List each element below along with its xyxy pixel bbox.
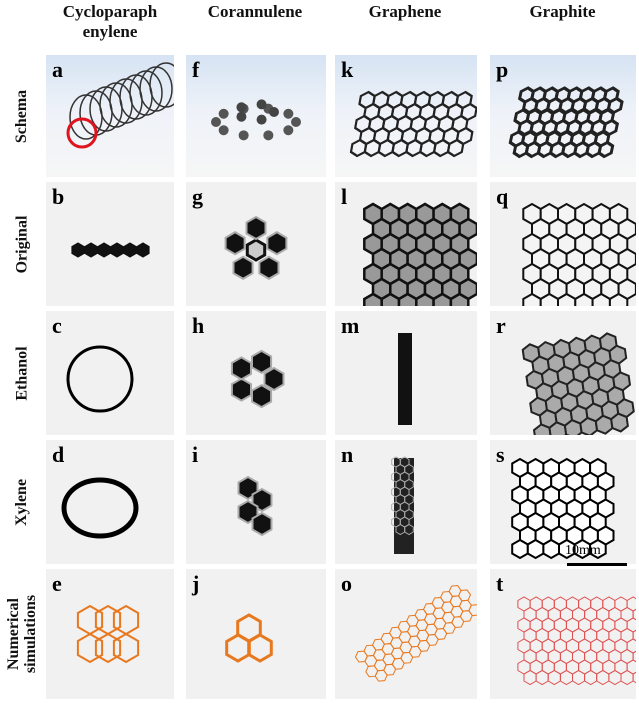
panel-d: d <box>46 440 174 564</box>
scale-bar <box>567 563 627 566</box>
structure-image <box>211 99 301 141</box>
panel-label: e <box>52 571 62 596</box>
panel-a: a <box>46 55 174 177</box>
structure-image <box>230 349 285 409</box>
panel-label: c <box>52 313 62 338</box>
column-header: Graphene <box>368 2 442 21</box>
panel-q: q <box>490 182 636 306</box>
panel-label: l <box>341 184 348 209</box>
panel-o: o <box>335 569 477 699</box>
panel-label: h <box>192 313 205 338</box>
structure-image <box>61 477 139 539</box>
structure-image <box>521 332 635 435</box>
panel-c: c <box>46 311 174 435</box>
row-header: Schema <box>13 89 31 143</box>
structure-image <box>391 456 414 554</box>
panel-r: r <box>490 311 636 435</box>
panel-label: d <box>52 442 65 467</box>
panel-k: k <box>335 55 477 177</box>
panel-label: r <box>496 313 506 338</box>
panel-label: s <box>496 442 505 467</box>
structure-image <box>363 202 477 306</box>
structure-image <box>398 333 412 425</box>
panel-label: k <box>341 57 354 82</box>
structure-image <box>517 596 636 686</box>
row-header: Xylene <box>13 478 31 526</box>
column-header: Cycloparaph enylene <box>62 2 158 41</box>
structure-image <box>76 604 140 664</box>
column-header: Corannulene <box>207 2 303 21</box>
panel-label: i <box>192 442 199 467</box>
structure-image <box>237 475 273 537</box>
structure-image <box>225 613 273 663</box>
panel-g: g <box>186 182 326 306</box>
panel-label: m <box>341 313 360 338</box>
structure-image <box>224 215 288 280</box>
panel-n: n <box>335 440 477 564</box>
panel-label: g <box>192 184 203 209</box>
panel-label: o <box>341 571 352 596</box>
panel-i: i <box>186 440 326 564</box>
structure-image <box>66 62 174 149</box>
panel-label: t <box>496 571 504 596</box>
panel-label: n <box>341 442 354 467</box>
structure-image <box>354 585 477 682</box>
column-header: Graphite <box>529 2 596 21</box>
structure-image <box>71 242 150 258</box>
panel-label: j <box>192 571 200 596</box>
panel-t: t <box>490 569 636 699</box>
structure-image <box>508 86 624 159</box>
panel-label: p <box>496 57 509 82</box>
structure-image <box>349 90 477 158</box>
panel-label: a <box>52 57 63 82</box>
scale-bar-label: 10mm <box>565 543 601 558</box>
panel-j: j <box>186 569 326 699</box>
panel-s: s <box>490 440 636 564</box>
panel-label: q <box>496 184 509 209</box>
panel-label: f <box>192 57 200 82</box>
row-header: Original <box>13 215 31 273</box>
panel-label: b <box>52 184 65 209</box>
panel-f: f <box>186 55 326 177</box>
structure-image <box>511 457 615 560</box>
panel-h: h <box>186 311 326 435</box>
structure-image <box>66 345 134 413</box>
panel-e: e <box>46 569 174 699</box>
row-header: Numerical simulations <box>5 594 40 674</box>
row-header: Ethanol <box>13 345 31 401</box>
panel-b: b <box>46 182 174 306</box>
structure-image <box>522 202 636 306</box>
panel-p: p <box>490 55 636 177</box>
panel-l: l <box>335 182 477 306</box>
panel-m: m <box>335 311 477 435</box>
